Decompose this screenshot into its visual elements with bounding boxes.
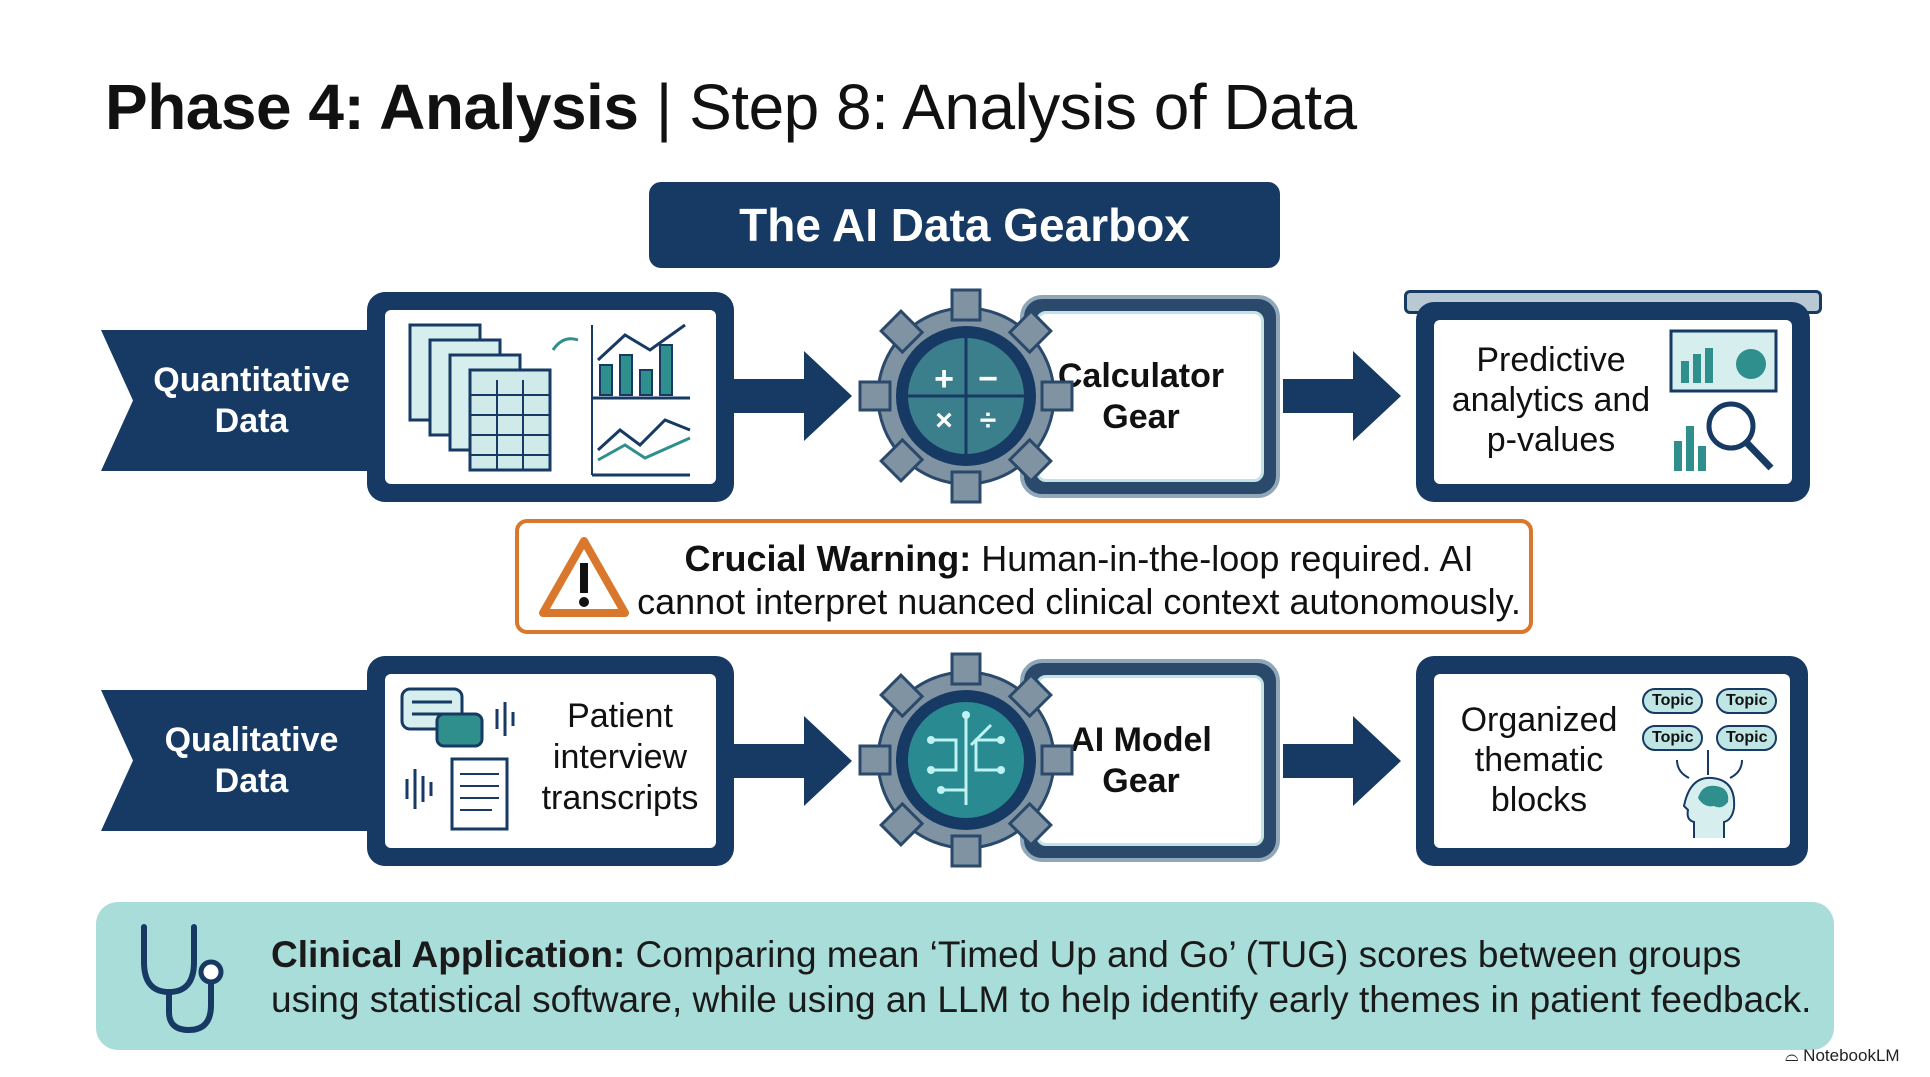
times-symbol: × xyxy=(935,404,953,437)
warning-text: Crucial Warning: Human-in-the-loop requi… xyxy=(634,537,1524,623)
gearbox-title: The AI Data Gearbox xyxy=(649,182,1280,268)
spreadsheet-icon xyxy=(408,323,579,472)
clinical-body: Comparing mean ‘Timed Up and Go’ (TUG) s… xyxy=(271,934,1812,1021)
thematic-output-text: Organized thematic blocks xyxy=(1460,701,1618,820)
notebooklm-logo-icon: ⌓ xyxy=(1785,1046,1804,1065)
warning-box: Crucial Warning: Human-in-the-loop requi… xyxy=(515,519,1533,634)
notebooklm-watermark: ⌓ NotebookLM xyxy=(1785,1046,1900,1066)
ai-model-gear-label: AI Model Gear xyxy=(1036,675,1264,846)
quantitative-data-label: Quantitative Data xyxy=(101,330,376,471)
transcripts-text: Patient interview transcripts xyxy=(541,697,699,817)
title-phase: Phase 4: Analysis xyxy=(105,71,639,143)
predictive-output-box: Predictive analytics and p-values xyxy=(1416,302,1810,502)
topic-pill: Topic xyxy=(1716,725,1778,751)
clinical-application-box: Clinical Application: Comparing mean ‘Ti… xyxy=(96,902,1834,1050)
analytics-magnifier-icon xyxy=(1669,329,1778,471)
calculator-gear-icon: + − × ÷ xyxy=(858,288,1074,504)
clinical-application-text: Clinical Application: Comparing mean ‘Ti… xyxy=(271,932,1834,1022)
arrow-right-icon xyxy=(1283,716,1401,806)
divide-symbol: ÷ xyxy=(980,404,996,437)
ai-brain-gear-icon xyxy=(858,652,1074,868)
title-separator: | xyxy=(638,71,690,143)
calculator-gear-label: Calculator Gear xyxy=(1036,311,1264,482)
arrow-right-icon xyxy=(734,716,852,806)
thematic-output-box: Organized thematic blocks Topic Topic To… xyxy=(1416,656,1808,866)
topic-pill: Topic xyxy=(1642,725,1704,751)
arrow-right-icon xyxy=(734,351,852,441)
chat-transcript-icon xyxy=(400,687,515,831)
title-step: Step 8: Analysis of Data xyxy=(689,71,1357,143)
plus-symbol: + xyxy=(934,360,954,398)
topic-pill: Topic xyxy=(1642,688,1704,714)
qualitative-input-box: Patient interview transcripts xyxy=(367,656,734,866)
warning-triangle-icon xyxy=(539,537,629,617)
bar-chart-icon xyxy=(591,323,691,477)
page-title: Phase 4: Analysis | Step 8: Analysis of … xyxy=(105,70,1357,144)
warning-heading: Crucial Warning: xyxy=(684,538,972,579)
clinical-heading: Clinical Application: xyxy=(271,934,626,975)
stethoscope-icon xyxy=(141,924,224,1034)
topic-pill: Topic xyxy=(1716,688,1778,714)
head-brain-icon xyxy=(1676,750,1743,838)
predictive-output-text: Predictive analytics and p-values xyxy=(1451,341,1651,460)
qualitative-data-label: Qualitative Data xyxy=(101,690,376,831)
arrow-right-icon xyxy=(1283,351,1401,441)
warning-body: Human-in-the-loop required. AI cannot in… xyxy=(637,538,1521,623)
minus-symbol: − xyxy=(978,360,998,398)
watermark-text: NotebookLM xyxy=(1803,1046,1900,1065)
quantitative-input-box xyxy=(367,292,734,502)
